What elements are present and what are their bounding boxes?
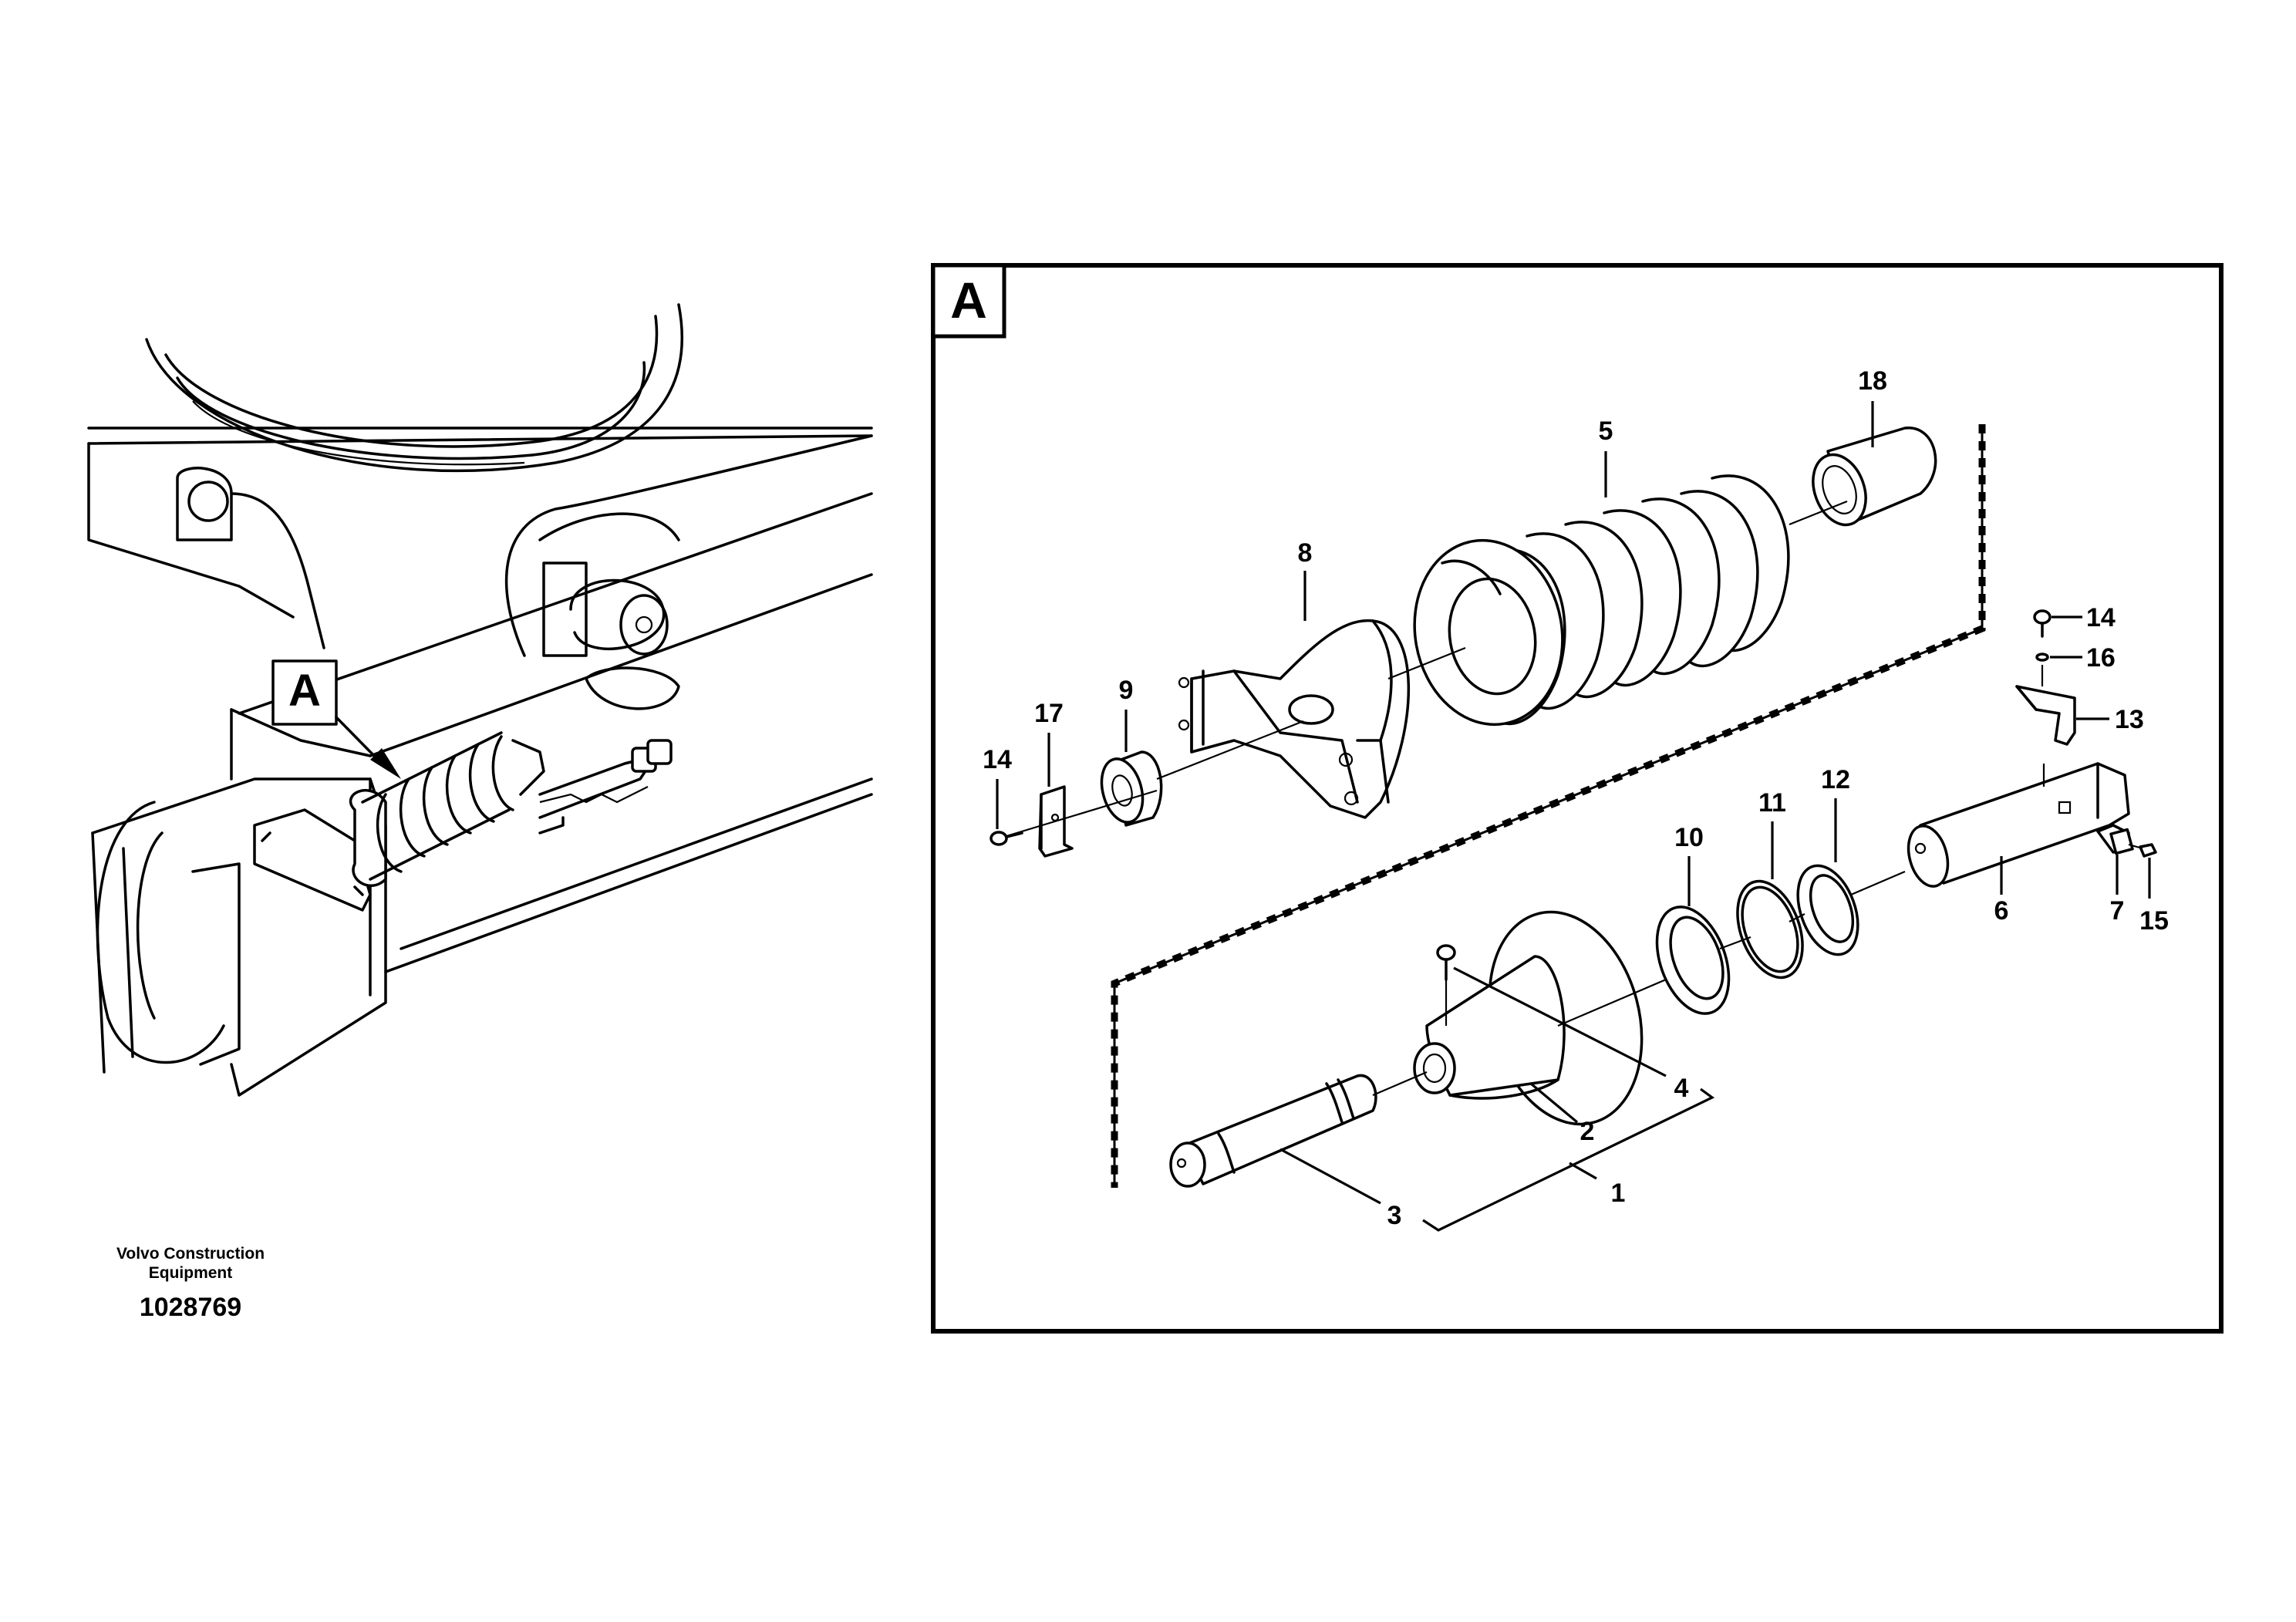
callout-label-6: 6 [1994, 896, 2009, 926]
part-9-nut [1100, 750, 1163, 827]
part-3-shaft [1169, 1071, 1428, 1188]
part-8-bracket [1178, 619, 1410, 819]
detail-frame-letter: A [950, 271, 987, 329]
subassembly-outline [1111, 424, 1986, 1188]
callout-1: 1 [1422, 1088, 1715, 1232]
callout-10: 10 [1674, 823, 1704, 906]
callout-label-14-left: 14 [983, 745, 1012, 774]
part-15-nipple [2128, 843, 2157, 858]
callout-label-4: 4 [1674, 1074, 1689, 1103]
callout-label-12: 12 [1821, 765, 1850, 794]
callout-13: 13 [2076, 705, 2144, 734]
part-14-16-screw-washer [2033, 609, 2052, 686]
callout-3: 3 [1279, 1148, 1402, 1230]
callout-label-2: 2 [1580, 1117, 1595, 1146]
footer-brand-line2: Equipment [149, 1264, 233, 1282]
track-frame [230, 492, 873, 973]
part-4-screw [1436, 944, 1456, 1026]
part-18-sleeve [1812, 427, 1937, 527]
callout-label-13: 13 [2115, 705, 2144, 734]
callout-label-7: 7 [2110, 896, 2125, 926]
callout-label-17: 17 [1034, 699, 1064, 728]
part-6-cylinder [1907, 762, 2130, 888]
spring-axis-line [1006, 500, 1848, 838]
callout-9: 9 [1119, 676, 1134, 752]
overview-recoil-spring [253, 731, 673, 912]
idler-axis-line [1557, 870, 1906, 1027]
callout-label-14-right: 14 [2086, 603, 2116, 632]
callout-label-18: 18 [1858, 366, 1887, 396]
callout-label-9: 9 [1119, 676, 1134, 705]
part-13-bracket [2015, 685, 2076, 746]
callout-5: 5 [1599, 416, 1613, 497]
part-7-valve [2096, 824, 2134, 855]
callout-2: 2 [1529, 1082, 1595, 1146]
undercarriage-overview: A [87, 303, 873, 1097]
idler-wheel [91, 777, 387, 1097]
callout-8: 8 [1298, 538, 1313, 621]
detail-frame-label-box [931, 263, 1006, 339]
overview-callout-letter: A [288, 666, 321, 716]
callout-11: 11 [1758, 788, 1786, 879]
callout-17: 17 [1034, 699, 1064, 787]
detail-frame [931, 263, 2224, 1334]
callout-14-right: 14 [2052, 603, 2116, 632]
callout-label-15: 15 [2139, 906, 2169, 936]
slewing-ring [145, 303, 683, 473]
overview-callout-a: A [271, 659, 401, 779]
footer-brand-line1: Volvo Construction [116, 1245, 265, 1263]
callout-16: 16 [2050, 643, 2116, 673]
callout-label-5: 5 [1599, 416, 1613, 446]
callout-15: 15 [2139, 858, 2169, 936]
callout-label-1: 1 [1611, 1179, 1626, 1208]
callout-7: 7 [2110, 855, 2125, 926]
callout-12: 12 [1821, 765, 1850, 862]
callout-label-11: 11 [1758, 788, 1786, 818]
footer-credits: Volvo Construction Equipment 1028769 [116, 1245, 265, 1322]
callout-label-10: 10 [1674, 823, 1704, 852]
part-10-floating-seal [1655, 905, 1731, 1015]
part-2-hub [1413, 910, 1644, 1126]
callout-label-16: 16 [2086, 643, 2116, 673]
part-14-screw-left [990, 831, 1023, 846]
callout-18: 18 [1858, 366, 1887, 447]
part-5-recoil-spring [1413, 474, 1790, 727]
callout-label-8: 8 [1298, 538, 1313, 568]
callout-4: 4 [1453, 966, 1689, 1103]
callout-6: 6 [1994, 856, 2009, 926]
callout-label-3: 3 [1387, 1201, 1402, 1230]
detail-view-a: A [931, 263, 2224, 1334]
part-12-seal [1796, 864, 1859, 956]
carbody-frame [87, 427, 873, 657]
callout-14-left: 14 [983, 745, 1012, 829]
drawing-number: 1028769 [140, 1293, 241, 1322]
